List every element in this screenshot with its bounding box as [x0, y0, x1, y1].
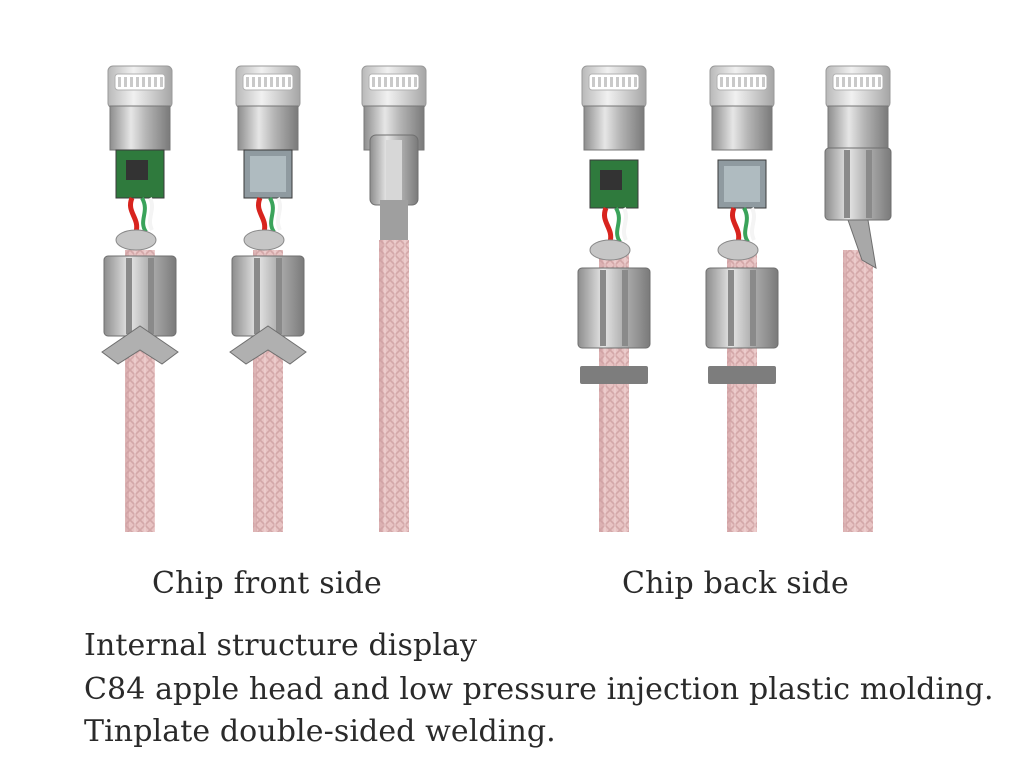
- crimp-band: [580, 366, 648, 384]
- braided-shield: [589, 239, 631, 261]
- cable-front-3: [361, 65, 427, 532]
- metal-neck: [583, 105, 645, 151]
- red-wire: [128, 197, 140, 233]
- metal-neck: [711, 105, 773, 151]
- crimp-shell: [577, 267, 651, 349]
- crimp-band: [708, 366, 776, 384]
- braided-cable: [379, 240, 409, 532]
- cable-front-2: [229, 65, 307, 532]
- green-wire: [268, 197, 276, 234]
- description-line-head-molding: C84 apple head and low pressure injectio…: [84, 672, 994, 707]
- cable-back-2: [705, 65, 779, 532]
- metal-neck: [109, 105, 171, 151]
- chip-ic: [126, 160, 148, 180]
- green-wire: [614, 207, 622, 244]
- white-wire: [276, 197, 282, 231]
- crimp-wing: [101, 325, 179, 365]
- red-wire: [602, 207, 614, 243]
- chip-ic: [600, 170, 622, 190]
- crimp-wing: [229, 325, 307, 365]
- white-wire: [750, 207, 756, 241]
- description-line-welding: Tinplate double-sided welding.: [84, 714, 556, 749]
- metal-shell: [824, 147, 892, 221]
- green-wire: [140, 197, 148, 234]
- crimp-shell: [231, 255, 305, 337]
- crimp-shell: [103, 255, 177, 337]
- white-wire: [622, 207, 628, 241]
- caption-chip-front-side: Chip front side: [152, 566, 382, 601]
- red-wire: [730, 207, 742, 243]
- red-wire: [256, 197, 268, 233]
- cable-back-3: [824, 65, 892, 532]
- metal-neck: [827, 105, 889, 151]
- cable-photo-svg: [101, 65, 892, 532]
- caption-chip-back-side: Chip back side: [622, 566, 849, 601]
- green-wire: [742, 207, 750, 244]
- cable-front-1: [101, 65, 179, 532]
- metal-neck: [237, 105, 299, 151]
- crimp-shell: [705, 267, 779, 349]
- cable-back-1: [577, 65, 651, 532]
- braided-shield: [243, 229, 285, 251]
- braided-shield: [717, 239, 759, 261]
- white-wire: [148, 197, 154, 231]
- potting-compound: [250, 156, 286, 192]
- potting-compound: [724, 166, 760, 202]
- description-line-internal-structure: Internal structure display: [84, 628, 478, 663]
- braided-cable: [843, 250, 873, 532]
- braided-shield: [115, 229, 157, 251]
